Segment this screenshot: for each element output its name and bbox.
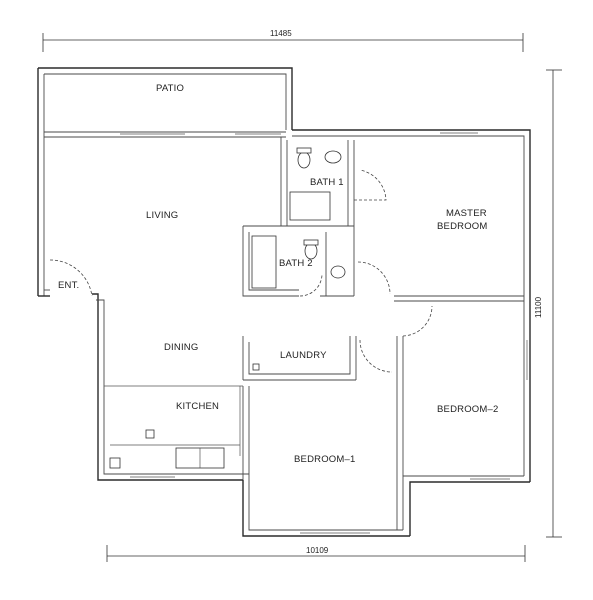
outer-walls bbox=[37, 67, 531, 537]
dimension-top: 11485 bbox=[42, 29, 524, 52]
master-door bbox=[357, 261, 391, 295]
dimension-right-label: 11100 bbox=[534, 296, 543, 318]
bedroom1-label: BEDROOM–1 bbox=[294, 454, 355, 465]
bedroom1-door bbox=[359, 339, 393, 373]
bath1-sink-icon bbox=[324, 150, 342, 164]
bath1-toilet-icon bbox=[297, 151, 311, 169]
living-label: LIVING bbox=[146, 210, 178, 221]
bath1-door bbox=[354, 169, 387, 201]
bedroom2-label: BEDROOM–2 bbox=[437, 404, 498, 415]
entrance-label: ENT. bbox=[58, 280, 79, 291]
bath2-sink-icon bbox=[330, 265, 346, 279]
patio-label: PATIO bbox=[156, 83, 184, 94]
kitchen-fridge-icon bbox=[109, 457, 121, 469]
master-bedroom-label-1: MASTER bbox=[446, 208, 487, 219]
bath2-shower-icon bbox=[251, 235, 277, 289]
dimension-right: 11100 bbox=[534, 69, 562, 538]
dimension-top-label: 11485 bbox=[270, 29, 292, 38]
interior-walls bbox=[44, 131, 524, 530]
doors bbox=[49, 169, 433, 373]
laundry-appliance-icon bbox=[252, 363, 260, 371]
bath2-door bbox=[299, 273, 323, 297]
bedroom2-door bbox=[402, 305, 433, 337]
room-labels: PATIO LIVING BATH 1 MASTER BEDROOM BATH … bbox=[58, 83, 498, 465]
dimension-bottom: 10109 bbox=[106, 545, 526, 562]
master-bedroom-label-2: BEDROOM bbox=[437, 221, 488, 232]
dining-label: DINING bbox=[164, 342, 198, 353]
fixtures bbox=[109, 147, 346, 469]
bath1-shower-icon bbox=[289, 191, 331, 221]
kitchen-stove-icon bbox=[145, 429, 155, 439]
dimension-bottom-label: 10109 bbox=[306, 546, 329, 555]
laundry-label: LAUNDRY bbox=[280, 350, 327, 361]
bath2-label: BATH 2 bbox=[279, 258, 313, 269]
entrance-door bbox=[49, 259, 93, 297]
bath1-label: BATH 1 bbox=[310, 177, 344, 188]
windows bbox=[120, 132, 528, 534]
kitchen-label: KITCHEN bbox=[176, 401, 219, 412]
